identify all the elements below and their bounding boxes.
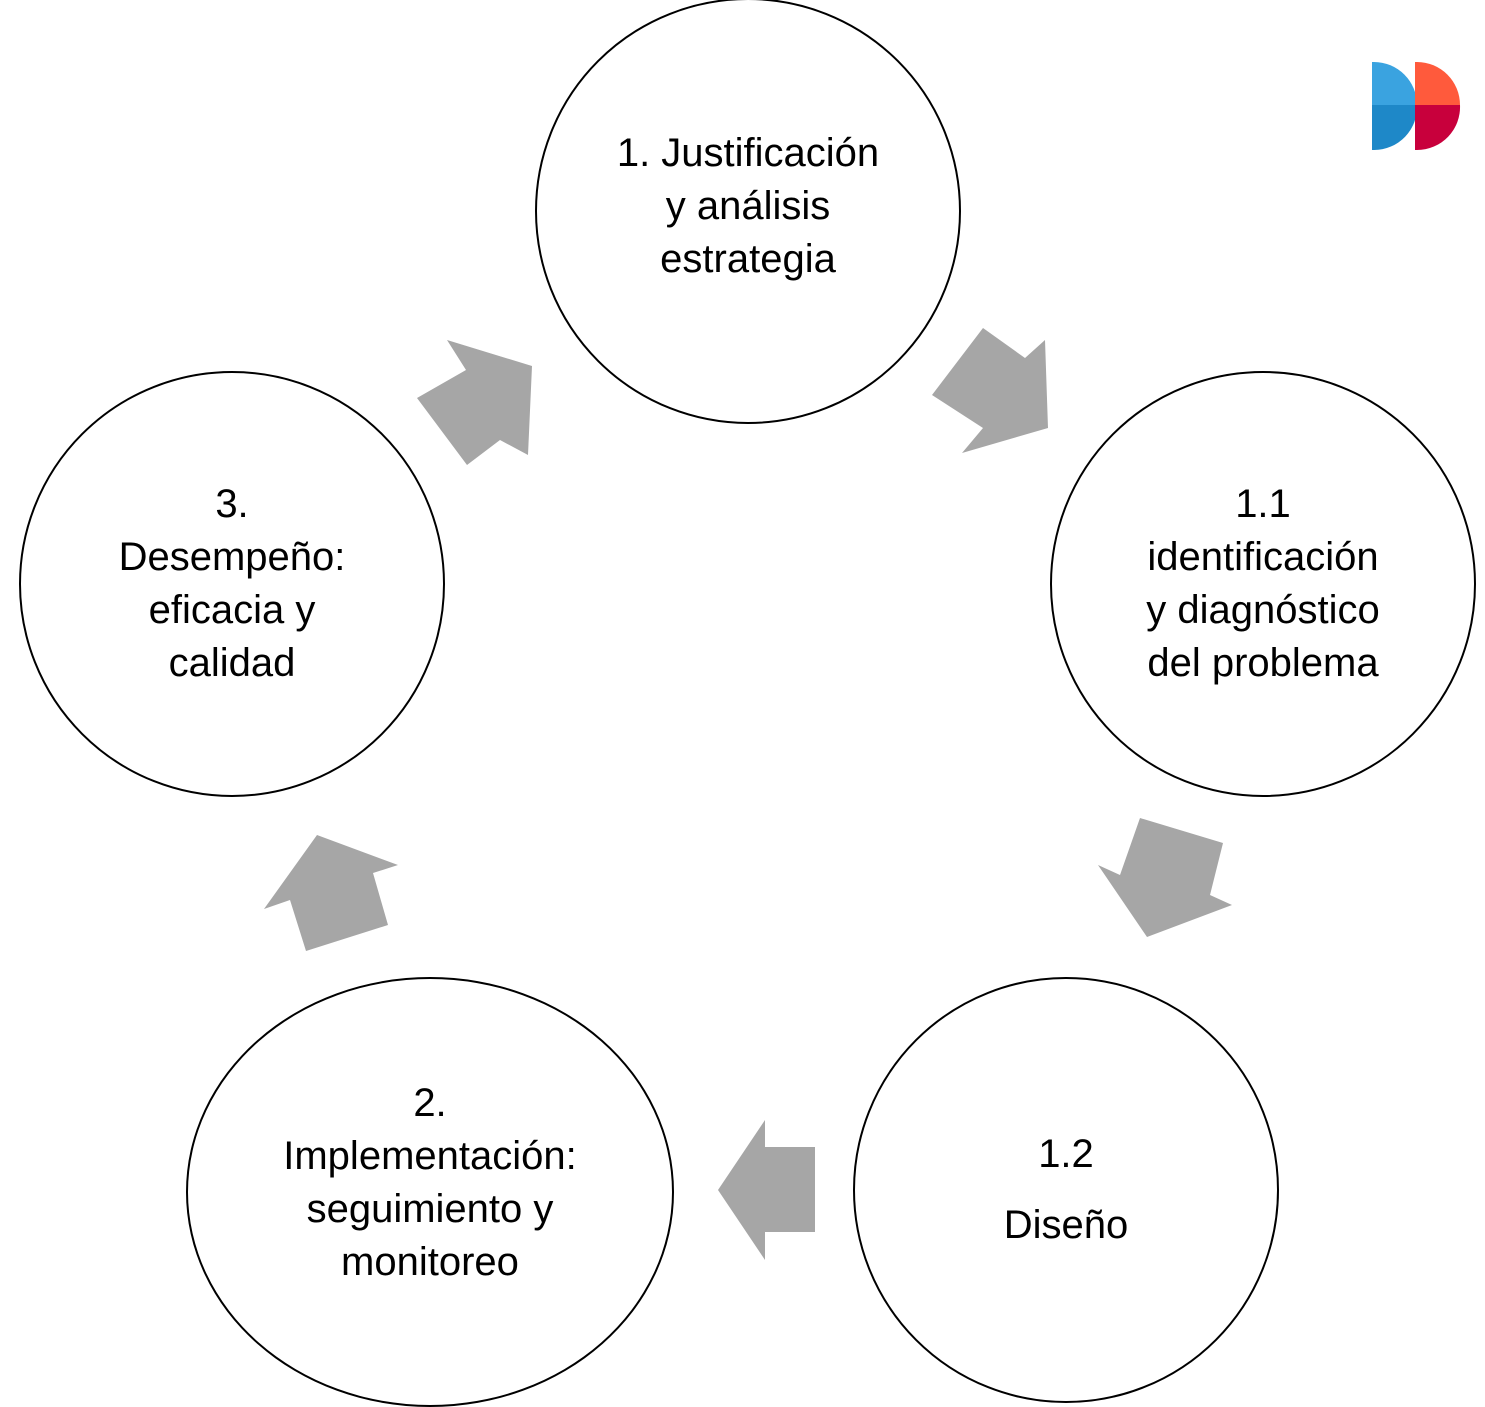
brand-logo xyxy=(1372,62,1461,151)
node-text-line: Diseño xyxy=(1003,1203,1129,1247)
node-text-line: 1.1 xyxy=(1235,482,1291,526)
node-text-line: del problema xyxy=(1147,641,1379,685)
node-text-line: monitoreo xyxy=(341,1240,519,1284)
node-text-line: estrategia xyxy=(660,236,836,281)
arrow-implementacion-to-desempeno xyxy=(264,835,398,951)
logo-left-bottom xyxy=(1372,105,1418,151)
arrow-identificacion-to-diseno xyxy=(1098,818,1232,937)
node-text-line: 1. Justificación xyxy=(616,130,880,175)
step-diseno: 1.2 Diseño xyxy=(853,977,1279,1403)
step-justificacion-analisis-estrategia: 1. Justificación y análisis estrategia xyxy=(535,0,961,424)
node-text-line: 3. xyxy=(215,482,249,526)
node-text-line: y diagnóstico xyxy=(1146,588,1380,632)
step-desempeno-eficacia-calidad: 3. Desempeño: eficacia y calidad xyxy=(19,371,445,797)
logo-right-bottom xyxy=(1415,105,1461,151)
node-text-line: calidad xyxy=(168,641,296,685)
step-implementacion-seguimiento-monitoreo: 2. Implementación: seguimiento y monitor… xyxy=(186,977,674,1407)
node-text-line: 2. xyxy=(413,1081,447,1125)
arrow-justificacion-to-identificacion xyxy=(932,328,1048,453)
node-text-line: eficacia y xyxy=(148,588,316,632)
logo-right-top xyxy=(1415,62,1460,105)
logo-left-top xyxy=(1372,62,1417,105)
arrow-desempeno-to-justificacion xyxy=(417,340,532,465)
arrow-diseno-to-implementacion xyxy=(718,1120,815,1260)
node-text-line: y análisis xyxy=(665,183,831,228)
node-text-line: 1.2 xyxy=(1038,1132,1094,1176)
node-text-line: Desempeño: xyxy=(118,535,346,579)
step-identificacion-diagnostico: 1.1 identificación y diagnóstico del pro… xyxy=(1050,371,1476,797)
node-text-line: Implementación: xyxy=(283,1134,577,1178)
node-text-line: seguimiento y xyxy=(306,1187,554,1231)
edge-arrows xyxy=(264,328,1232,1260)
node-text-line: identificación xyxy=(1147,535,1379,579)
